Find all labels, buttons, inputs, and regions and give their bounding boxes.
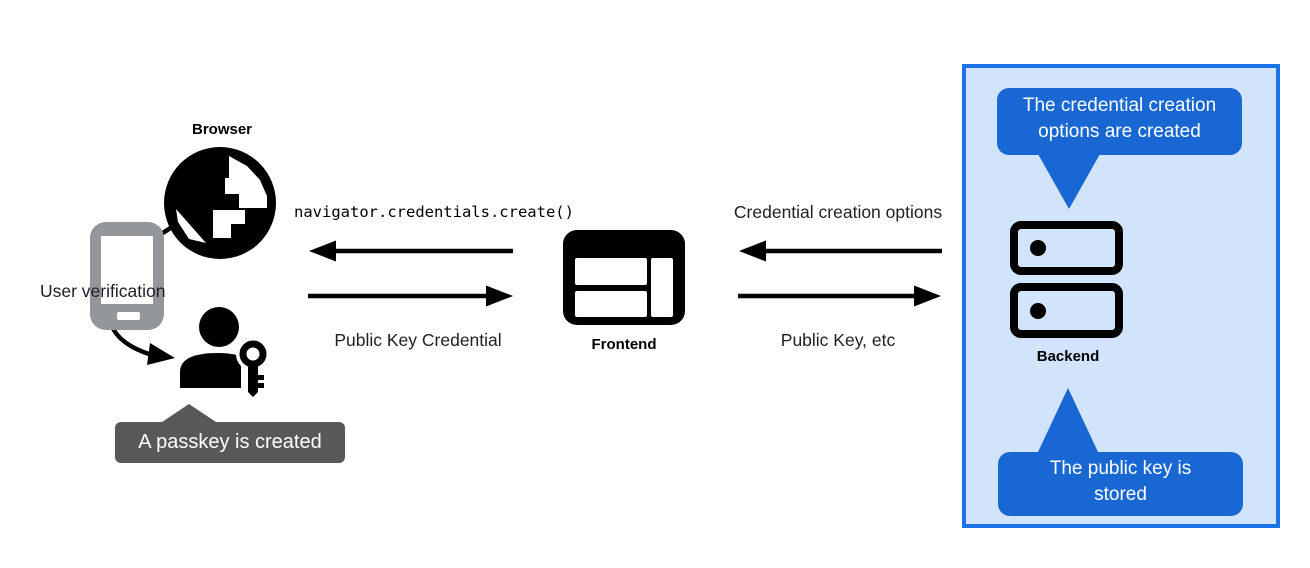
credential-creation-options-label: Credential creation options: [733, 202, 943, 222]
tooltip-pointer-up: [1038, 388, 1098, 452]
arrow-frontend-to-backend: [738, 285, 941, 307]
credential-options-created-line1: The credential creation: [1022, 95, 1217, 116]
tooltip-pointer-up: [162, 404, 216, 422]
passkey-created-tooltip: A passkey is created: [115, 404, 345, 463]
tooltip-pointer-down: [1038, 154, 1100, 209]
arrow-frontend-to-browser: [309, 240, 513, 262]
frontend-icon: [563, 230, 685, 325]
credential-options-created-tooltip: The credential creation options are crea…: [997, 88, 1242, 209]
public-key-stored-tooltip: The public key is stored: [998, 388, 1243, 516]
user-verification-label: User verification: [40, 281, 166, 301]
person-key-icon: [180, 307, 271, 397]
frontend-label: Frontend: [591, 336, 657, 353]
globe-icon: [164, 147, 276, 259]
backend-label: Backend: [1036, 348, 1100, 365]
public-key-stored-line1: The public key is: [1049, 458, 1192, 479]
browser-label: Browser: [191, 121, 253, 138]
arrow-backend-to-frontend: [739, 240, 942, 262]
credential-options-created-line2: options are created: [1038, 121, 1201, 142]
phone-icon: [90, 222, 164, 330]
public-key-etc-label: Public Key, etc: [780, 330, 896, 350]
arrow-browser-to-frontend: [308, 285, 513, 307]
navigator-credentials-create-text: navigator.credentials.create(): [294, 203, 574, 221]
backend-icon: [1010, 221, 1123, 338]
public-key-stored-line2: stored: [1094, 484, 1147, 505]
public-key-credential-label: Public Key Credential: [334, 330, 502, 350]
passkey-created-text: A passkey is created: [138, 431, 322, 453]
